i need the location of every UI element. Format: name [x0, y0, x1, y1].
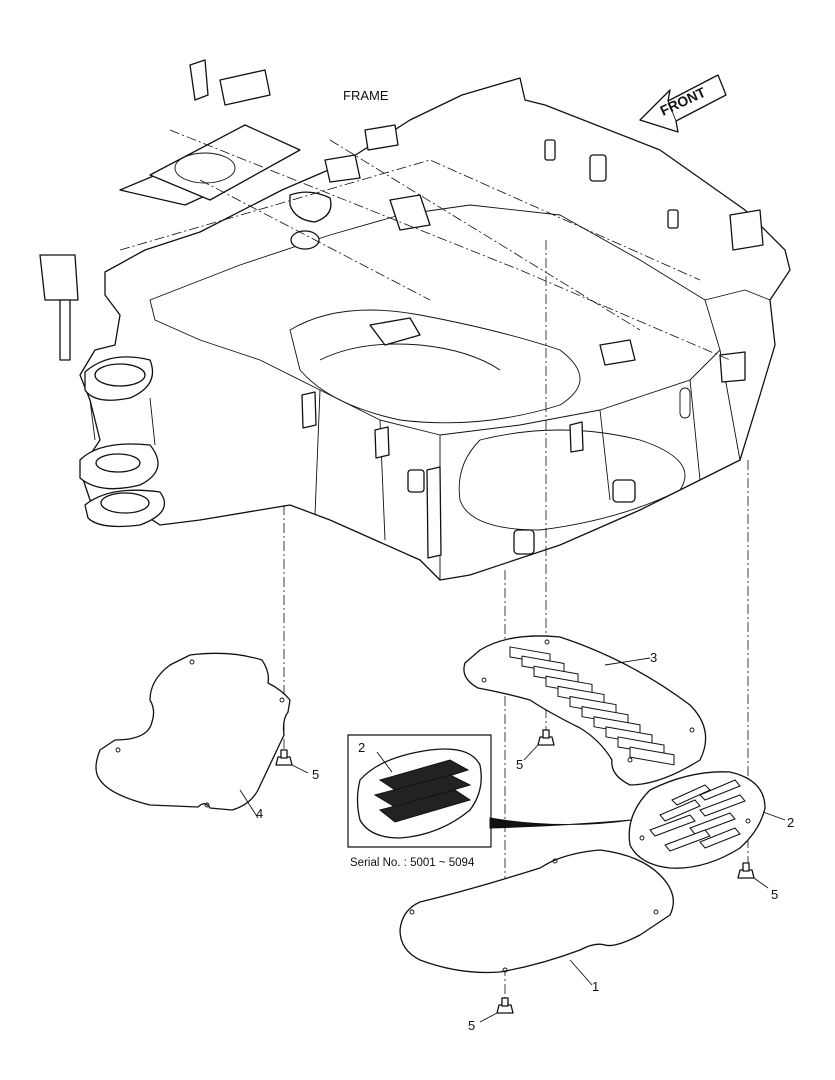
callout-5-bottom: 5 — [468, 1018, 475, 1033]
frame-label: FRAME — [343, 88, 389, 103]
part-2-louvers — [649, 779, 746, 852]
bolt-bottom-icon — [496, 997, 514, 1014]
bolt-mid-icon — [537, 729, 555, 746]
inset-callout-2: 2 — [358, 740, 365, 755]
frame-assembly — [39, 59, 791, 581]
callout-5-mid: 5 — [516, 757, 523, 772]
leader-lines — [291, 657, 786, 1023]
part-3-louvers — [509, 646, 675, 766]
callout-2: 2 — [787, 815, 794, 830]
part-3-cover — [463, 635, 707, 786]
front-arrow-icon: FRONT — [639, 74, 727, 133]
inset-leader — [489, 817, 633, 829]
part-2-cover — [628, 771, 766, 869]
callout-4: 4 — [256, 806, 263, 821]
inset-louvers — [373, 759, 472, 823]
serial-inset: 2 Serial No. : 5001 ~ 5094 — [347, 734, 492, 869]
part-1-cover — [399, 849, 674, 974]
callout-5-right: 5 — [771, 887, 778, 902]
callout-3: 3 — [650, 650, 657, 665]
serial-number-label: Serial No. : 5001 ~ 5094 — [350, 857, 475, 869]
part-4-cover — [95, 652, 291, 819]
callout-1: 1 — [592, 979, 599, 994]
bolt-left-icon — [275, 749, 293, 766]
callout-5-left: 5 — [312, 767, 319, 782]
frame-dashdot-lines — [119, 129, 731, 361]
bolt-right-icon — [737, 862, 755, 879]
